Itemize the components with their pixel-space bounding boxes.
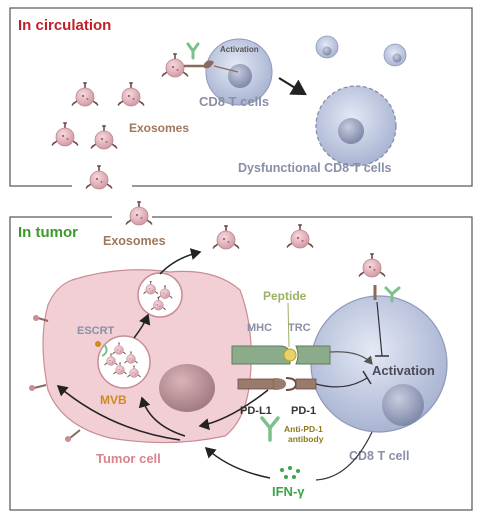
- exosomes-label-circulation: Exosomes: [129, 121, 189, 135]
- activation-label: Activation: [372, 363, 435, 378]
- mhc-label: MHC: [247, 322, 272, 334]
- pd1-inhibition-bar: [362, 370, 372, 385]
- activation-label-small: Activation: [220, 45, 259, 54]
- tumor-cell-label: Tumor cell: [96, 451, 161, 466]
- activation-signal-arrow: [329, 351, 373, 365]
- ifn-secretion-line: [315, 431, 373, 481]
- pd1-inhibition-line: [315, 377, 368, 388]
- pd-1-label: PD-1: [291, 405, 316, 417]
- peptide-label: Peptide: [263, 289, 307, 303]
- small-t-cell: [315, 35, 339, 59]
- circulation-title: In circulation: [18, 17, 111, 34]
- circulation-panel: In circulation Activation CD8 T cells Ex…: [9, 7, 473, 190]
- mhc-tcr-complex: [231, 345, 331, 365]
- cd8-t-cells-label: CD8 T cells: [199, 94, 269, 109]
- pd-l1-label: PD-L1: [240, 405, 272, 417]
- pdl1-signal-arrow: [198, 389, 269, 431]
- tumor-panel: In tumor Exosomes: [9, 201, 473, 511]
- activation-arrow-small: [213, 65, 239, 73]
- exosomes-label-tumor: Exosomes: [103, 234, 166, 248]
- antibody-icon: [384, 286, 401, 303]
- surface-display-arrow: [56, 385, 181, 441]
- budding-vesicle: [137, 272, 183, 318]
- t-cell-nucleus: [382, 384, 424, 426]
- tumor-title: In tumor: [18, 224, 78, 241]
- anti-pd1-label-line2: antibody: [288, 434, 324, 444]
- anti-pd1-antibody-icon: [260, 416, 280, 442]
- dysfunctional-cd8-t-cell: [315, 85, 397, 167]
- ifn-to-tumor-arrow: [204, 446, 271, 479]
- pd-l1-pd-1-complex: [237, 377, 317, 391]
- receptor-icon: [204, 60, 214, 69]
- ifn-gamma-dots: [280, 466, 300, 479]
- trc-label: TRC: [288, 322, 311, 334]
- antibody-icon: [186, 42, 200, 60]
- mvb-to-vesicle-arrow: [133, 313, 151, 339]
- small-t-cell: [383, 43, 407, 67]
- anti-pd1-label-line1: Anti-PD-1: [284, 424, 323, 434]
- cd8-t-cell-label: CD8 T cell: [349, 449, 409, 463]
- nucleus-to-mvb-arrow: [138, 396, 186, 437]
- cd8-t-cell-large: [310, 295, 448, 433]
- dysfunction-arrow: [278, 77, 307, 96]
- cd8-t-cell: [204, 38, 273, 106]
- dysfunctional-label: Dysfunctional CD8 T cells: [238, 161, 392, 175]
- mvb-label: MVB: [100, 393, 127, 407]
- ifn-gamma-label: IFN-γ: [272, 484, 305, 499]
- tumor-nucleus: [159, 364, 215, 412]
- peptide-pointer: [287, 302, 290, 348]
- exosome-inhibition-line: [376, 301, 383, 357]
- exosome-release-arrow: [159, 248, 202, 275]
- escrt-label: ESCRT: [77, 325, 115, 337]
- mvb: [95, 335, 151, 389]
